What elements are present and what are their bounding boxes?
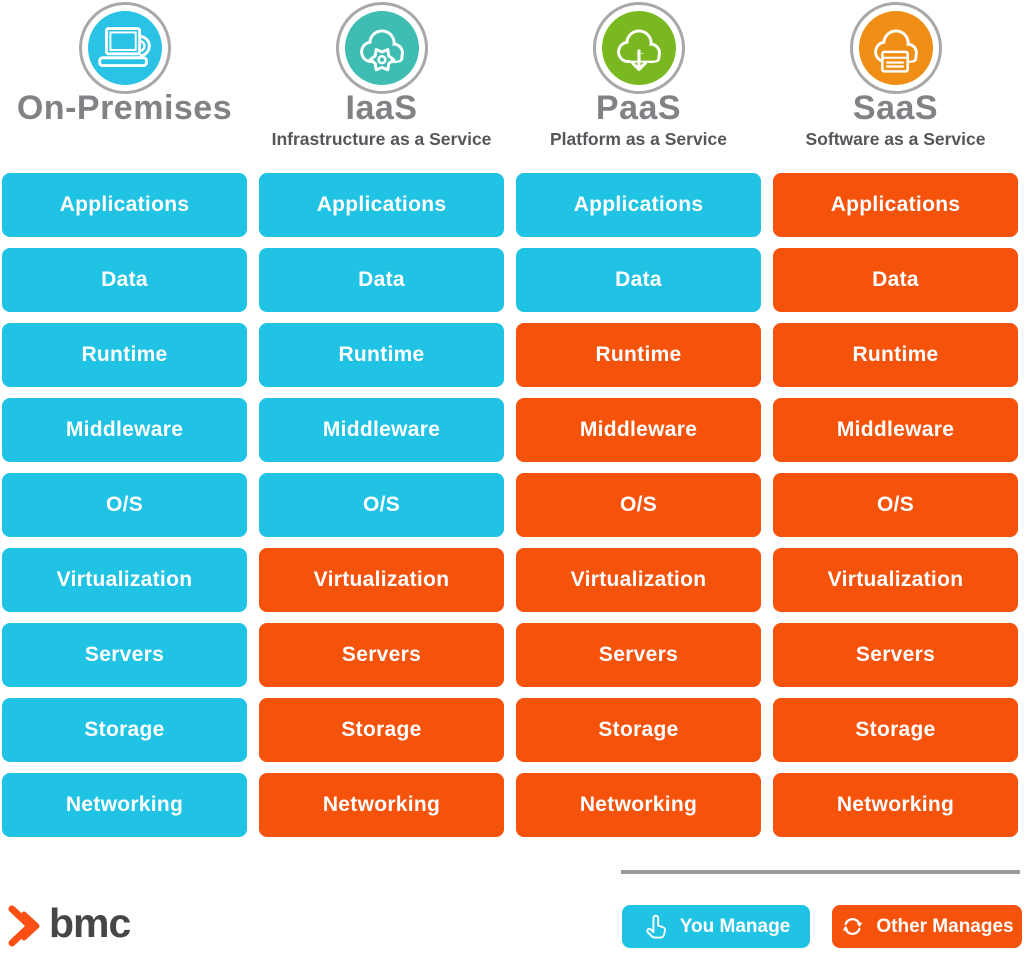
column-title: IaaS	[345, 89, 418, 127]
matrix-cell-paas-networking: Networking	[516, 773, 761, 837]
matrix-cell-onpremises-virtualization: Virtualization	[2, 548, 247, 612]
matrix-cell-saas-networking: Networking	[773, 773, 1018, 837]
column-title: On-Premises	[16, 89, 233, 127]
legend-divider	[621, 870, 1020, 874]
matrix-cell-iaas-servers: Servers	[259, 623, 504, 687]
matrix-cell-paas-storage: Storage	[516, 698, 761, 762]
matrix-cell-saas-virtualization: Virtualization	[773, 548, 1018, 612]
matrix-cell-saas-servers: Servers	[773, 623, 1018, 687]
bmc-logo: bmc	[4, 899, 131, 951]
legend-you-manage-label: You Manage	[679, 915, 791, 937]
matrix-cell-paas-data: Data	[516, 248, 761, 312]
cloud-gear-icon	[344, 11, 419, 85]
column-header-saas: SaaS Software as a Service	[773, 0, 1018, 149]
matrix-cell-iaas-applications: Applications	[259, 173, 504, 237]
matrix-cell-paas-applications: Applications	[516, 173, 761, 237]
matrix-cell-saas-data: Data	[773, 248, 1018, 312]
matrix-cell-onpremises-data: Data	[2, 248, 247, 312]
column-header-paas: PaaS Platform as a Service	[516, 0, 761, 149]
on-premises-badge	[78, 2, 171, 94]
paas-badge	[592, 2, 685, 94]
matrix-cell-onpremises-servers: Servers	[2, 623, 247, 687]
matrix-cell-paas-os: O/S	[516, 473, 761, 537]
matrix-cell-saas-middleware: Middleware	[773, 398, 1018, 462]
matrix-cell-saas-storage: Storage	[773, 698, 1018, 762]
matrix-cell-onpremises-networking: Networking	[2, 773, 247, 837]
matrix-cell-iaas-middleware: Middleware	[259, 398, 504, 462]
matrix-cell-saas-applications: Applications	[773, 173, 1018, 237]
matrix-cell-paas-runtime: Runtime	[516, 323, 761, 387]
laptop-mug-icon	[87, 11, 162, 85]
legend-you-manage: You Manage	[622, 905, 810, 948]
cloud-download-icon	[601, 11, 676, 85]
column-subtitle: Infrastructure as a Service	[271, 129, 492, 149]
saas-badge	[849, 2, 942, 94]
matrix-cell-saas-os: O/S	[773, 473, 1018, 537]
legend-other-manages: Other Manages	[832, 905, 1022, 948]
matrix-cell-iaas-os: O/S	[259, 473, 504, 537]
matrix-cell-onpremises-middleware: Middleware	[2, 398, 247, 462]
legend-other-manages-label: Other Manages	[876, 915, 1014, 937]
column-title: SaaS	[852, 89, 939, 127]
matrix-cell-iaas-data: Data	[259, 248, 504, 312]
bmc-logo-text: bmc	[49, 899, 131, 946]
matrix-cell-onpremises-applications: Applications	[2, 173, 247, 237]
matrix-cell-paas-middleware: Middleware	[516, 398, 761, 462]
sync-arrows-icon	[840, 914, 865, 939]
matrix-cell-iaas-virtualization: Virtualization	[259, 548, 504, 612]
cloud-window-icon	[858, 11, 933, 85]
column-header-on-premises: On-Premises	[2, 0, 247, 149]
iaas-badge	[335, 2, 428, 94]
matrix-cell-onpremises-runtime: Runtime	[2, 323, 247, 387]
hand-pointer-icon	[642, 913, 669, 940]
column-title: PaaS	[595, 89, 682, 127]
matrix-cell-paas-servers: Servers	[516, 623, 761, 687]
matrix-cell-onpremises-os: O/S	[2, 473, 247, 537]
bmc-chevrons-icon	[4, 903, 44, 949]
column-header-iaas: IaaS Infrastructure as a Service	[259, 0, 504, 149]
matrix-cell-onpremises-storage: Storage	[2, 698, 247, 762]
matrix-cell-iaas-networking: Networking	[259, 773, 504, 837]
column-subtitle: Platform as a Service	[549, 129, 728, 149]
column-subtitle: Software as a Service	[805, 129, 986, 149]
matrix-cell-saas-runtime: Runtime	[773, 323, 1018, 387]
matrix-cell-iaas-storage: Storage	[259, 698, 504, 762]
matrix-cell-paas-virtualization: Virtualization	[516, 548, 761, 612]
matrix-cell-iaas-runtime: Runtime	[259, 323, 504, 387]
